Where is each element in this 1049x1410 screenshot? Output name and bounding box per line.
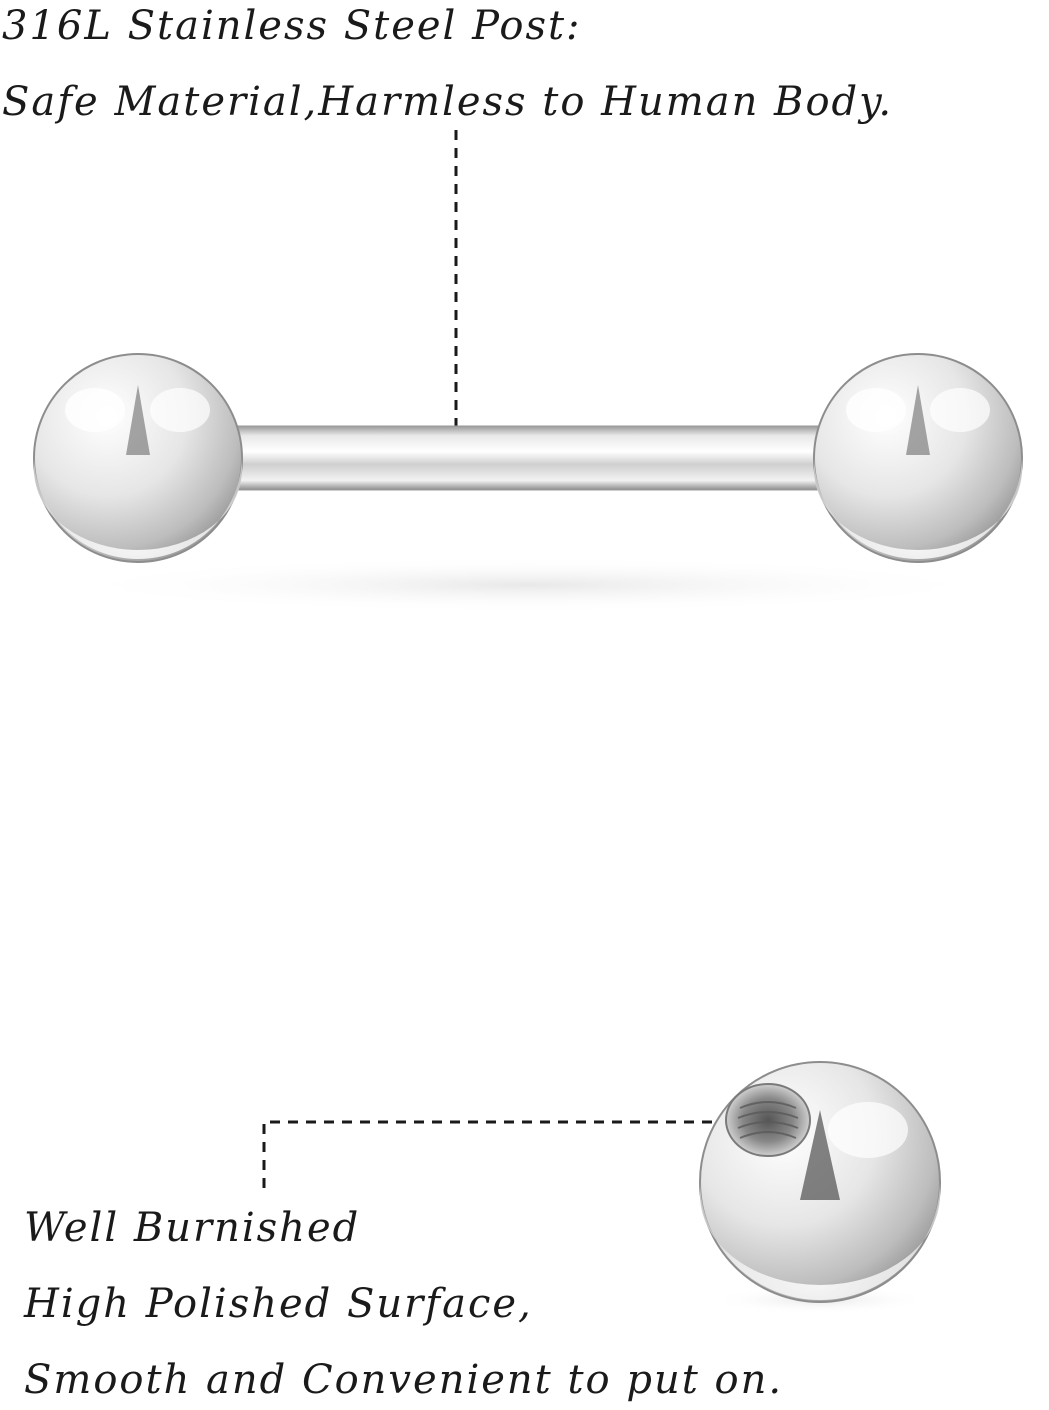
- top-caption-line-2: Safe Material,Harmless to Human Body.: [2, 79, 894, 125]
- left-ball: [33, 353, 243, 563]
- bottom-caption-line-1: Well Burnished: [24, 1205, 361, 1251]
- threaded-ball-image: [699, 1061, 941, 1314]
- bottom-caption-line-3: Smooth and Convenient to put on.: [24, 1357, 784, 1403]
- right-ball: [813, 353, 1023, 563]
- bottom-caption-line-2: High Polished Surface,: [24, 1281, 533, 1327]
- bottom-leader-line: [262, 1120, 720, 1188]
- top-caption-line-1: 316L Stainless Steel Post:: [2, 3, 582, 49]
- barbell-piercing-image: [33, 353, 1023, 613]
